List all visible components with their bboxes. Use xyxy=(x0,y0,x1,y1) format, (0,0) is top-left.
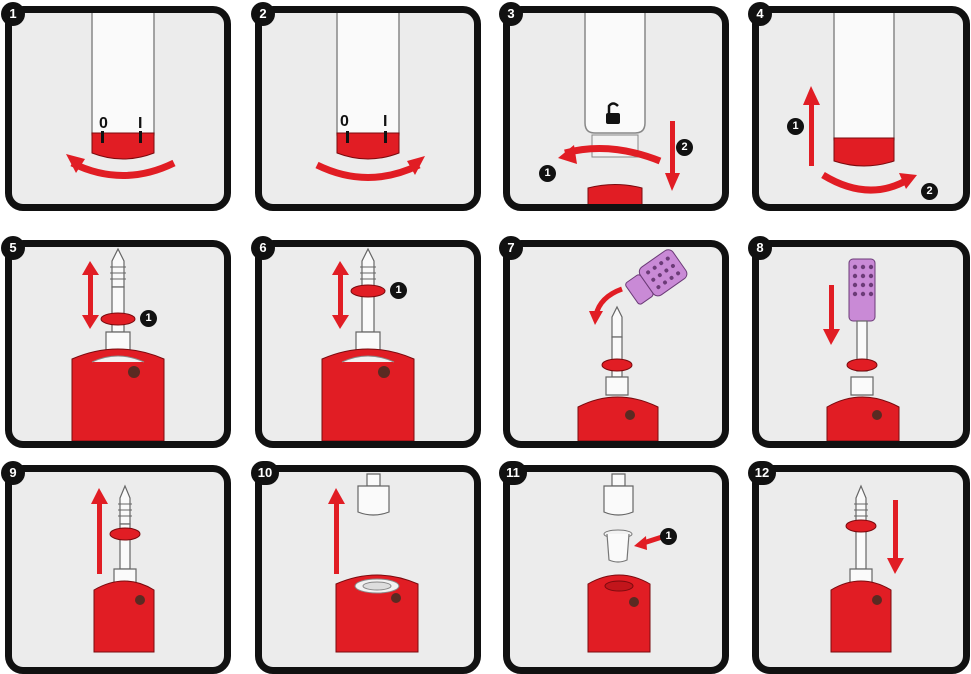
step-panel-10: 10 xyxy=(255,465,481,674)
step-marker: 1 xyxy=(140,310,157,327)
step-illustration xyxy=(752,240,970,448)
step-illustration: 1 2 xyxy=(503,6,729,211)
step-marker: 2 xyxy=(921,183,938,200)
step-number-badge: 1 xyxy=(1,2,25,26)
dial-label-0: 0 xyxy=(340,113,349,131)
step-illustration xyxy=(503,240,729,448)
step-number-badge: 6 xyxy=(251,236,275,260)
step-illustration: 0 I xyxy=(255,6,481,211)
step-panel-4: 4 1 2 xyxy=(752,6,970,211)
step-panel-2: 2 0 I xyxy=(255,6,481,211)
step-number-badge: 5 xyxy=(1,236,25,260)
step-panel-5: 5 1 xyxy=(5,240,231,448)
step-marker: 1 xyxy=(539,165,556,182)
step-number-badge: 3 xyxy=(499,2,523,26)
step-panel-7: 7 xyxy=(503,240,729,448)
step-panel-1: 1 0 I xyxy=(5,6,231,211)
step-marker: 1 xyxy=(660,528,677,545)
step-illustration xyxy=(752,465,970,674)
step-illustration xyxy=(255,465,481,674)
dial-label-I: I xyxy=(138,115,142,133)
step-panel-8: 8 xyxy=(752,240,970,448)
step-marker: 1 xyxy=(787,118,804,135)
step-number-badge: 10 xyxy=(251,461,279,485)
step-panel-12: 12 xyxy=(752,465,970,674)
step-illustration: 1 xyxy=(5,240,231,448)
step-marker: 2 xyxy=(676,139,693,156)
step-number-badge: 2 xyxy=(251,2,275,26)
step-illustration xyxy=(5,465,231,674)
step-panel-6: 6 1 xyxy=(255,240,481,448)
step-illustration: 1 xyxy=(503,465,729,674)
step-illustration: 1 xyxy=(255,240,481,448)
step-number-badge: 8 xyxy=(748,236,772,260)
step-number-badge: 9 xyxy=(1,461,25,485)
step-number-badge: 4 xyxy=(748,2,772,26)
dial-label-0: 0 xyxy=(99,115,108,133)
step-panel-3: 3 1 2 xyxy=(503,6,729,211)
step-illustration: 0 I xyxy=(5,6,231,211)
step-panel-9: 9 xyxy=(5,465,231,674)
step-number-badge: 12 xyxy=(748,461,776,485)
step-number-badge: 11 xyxy=(499,461,527,485)
step-marker: 1 xyxy=(390,282,407,299)
step-number-badge: 7 xyxy=(499,236,523,260)
step-panel-11: 11 1 xyxy=(503,465,729,674)
step-illustration: 1 2 xyxy=(752,6,970,211)
dial-label-I: I xyxy=(383,113,387,131)
